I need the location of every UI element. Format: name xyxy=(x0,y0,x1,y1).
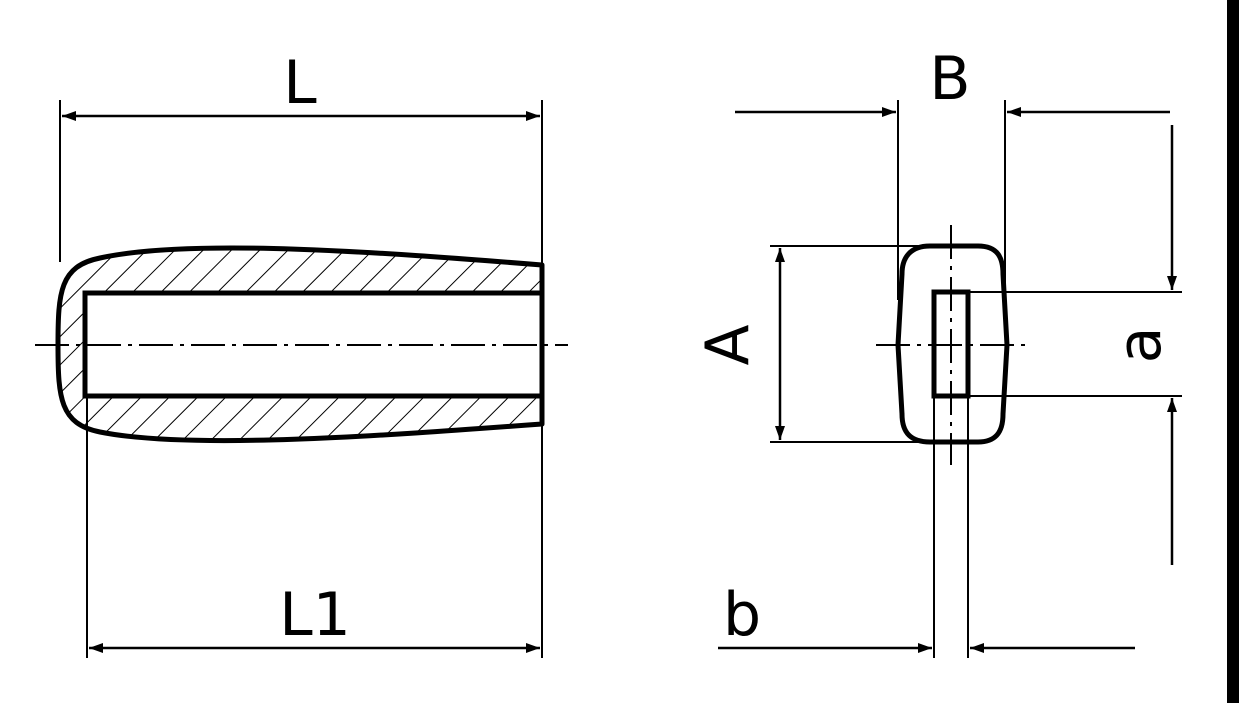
end-outer-contour xyxy=(895,243,1010,445)
label-a: a xyxy=(1105,327,1175,364)
side-section-view xyxy=(35,100,568,658)
label-L1: L1 xyxy=(279,580,351,650)
label-B: B xyxy=(929,44,970,114)
right-edge-bar xyxy=(1227,0,1239,703)
label-b: b xyxy=(723,580,761,650)
label-A: A xyxy=(693,324,763,365)
label-L: L xyxy=(283,48,317,118)
hatched-wall xyxy=(58,247,542,441)
end-view xyxy=(718,100,1182,658)
